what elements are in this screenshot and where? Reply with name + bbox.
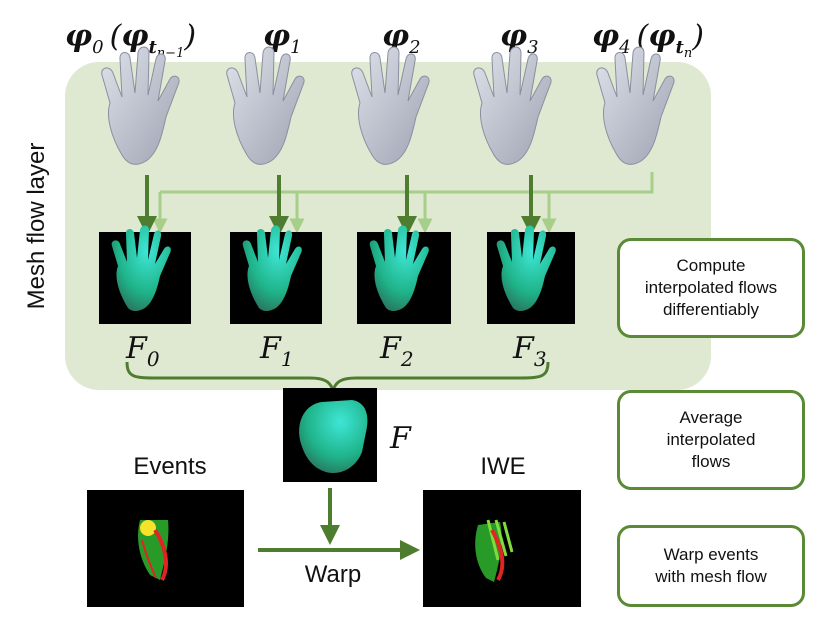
iwe-image	[423, 490, 581, 607]
average-flow-image	[283, 388, 377, 482]
warp-label: Warp	[305, 561, 361, 588]
iwe-label: IWE	[480, 453, 525, 480]
flow-label-3: F3	[512, 331, 547, 371]
phi4-connector-line	[160, 172, 654, 194]
phi-label-0: φ0(φtn−1)	[65, 19, 196, 61]
flow-image-2	[357, 225, 451, 324]
events-label: Events	[133, 453, 206, 480]
phi-label-4: φ4(φtn)	[592, 19, 704, 61]
events-image	[87, 490, 244, 607]
note-compute-flows: Compute interpolated flows differentiabl…	[617, 238, 805, 338]
flow-label-2: F2	[379, 331, 414, 371]
flow-label-1: F1	[259, 331, 294, 371]
flow-label-0: F0	[125, 331, 160, 371]
flow-image-1	[230, 225, 322, 324]
phi-label-1: φ1	[263, 19, 302, 58]
note-average-flows: Average interpolated flows	[617, 390, 805, 490]
flow-image-0	[99, 225, 191, 324]
layer-label: Mesh flow layer	[23, 143, 50, 310]
average-flow-label: F	[389, 421, 412, 456]
note-warp-events: Warp events with mesh flow	[617, 525, 805, 607]
flow-image-3	[487, 225, 575, 324]
